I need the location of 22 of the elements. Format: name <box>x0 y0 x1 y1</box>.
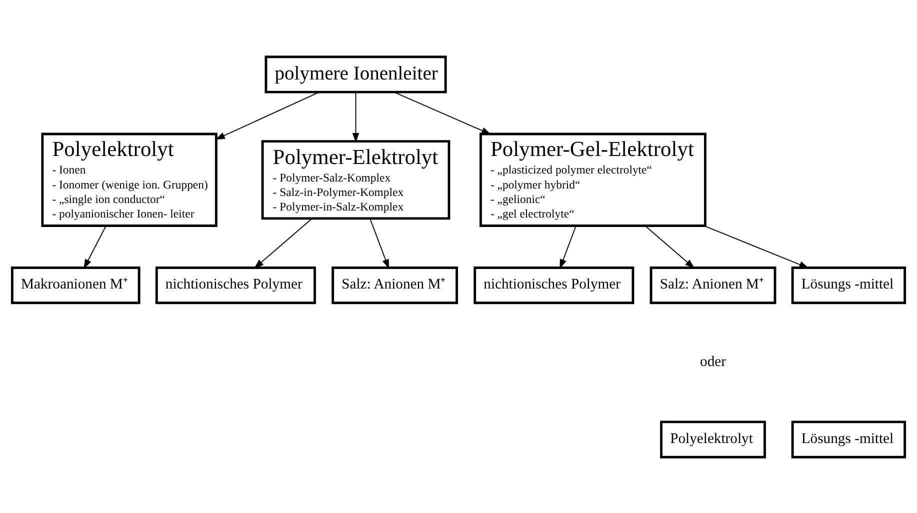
arrow <box>254 218 313 268</box>
label: oder <box>700 353 726 370</box>
arrow <box>352 91 360 142</box>
node-box: Polyelektrolyt <box>660 420 766 458</box>
node-box: Salz: Anionen M⁺ <box>332 266 458 304</box>
node-box: Polymer-Elektrolyt - Polymer-Salz-Komplex - Salz-in-Polymer-Komplex - Polymer-in-Salz-Komplex <box>261 140 450 220</box>
arrow <box>215 91 320 140</box>
node-box: nichtionisches Polymer <box>474 266 634 304</box>
node-box: polymere Ionenleiter <box>264 55 447 93</box>
arrow <box>704 224 809 268</box>
node-box: Lösungs -mittel <box>791 420 906 458</box>
node-box: Lösungs -mittel <box>791 266 906 304</box>
arrow <box>369 218 390 269</box>
node-box: Salz: Anionen M⁺ <box>650 266 776 304</box>
node-box: nichtionisches Polymer <box>155 266 316 304</box>
node-box: Polyelektrolyt - Ionen - Ionomer (wenige ion. Gruppen) - „single ion conductor“ - polyanionischer Ionen- leiter <box>41 132 218 226</box>
node-box: Makroanionen M⁺ <box>10 266 140 304</box>
arrow <box>84 224 106 268</box>
arrow <box>560 224 576 269</box>
arrow <box>644 224 695 268</box>
arrow <box>393 91 492 134</box>
node-box: Polymer-Gel-Elektrolyt - „plasticized polymer electrolyte“ - „polymer hybrid“ - „gelionic“ - „gel electrolyte“ <box>479 132 706 226</box>
